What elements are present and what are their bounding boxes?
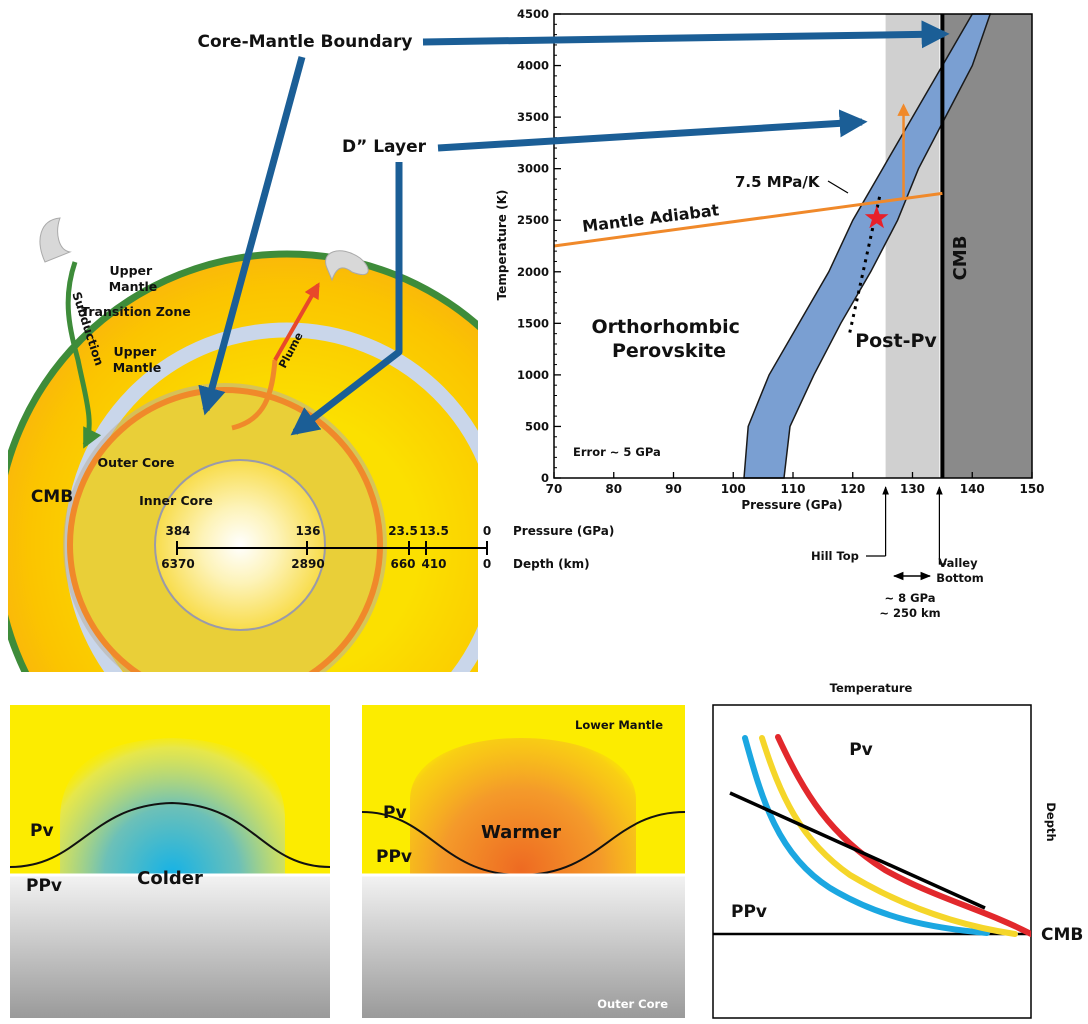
adiabat-label: Mantle Adiabat bbox=[581, 200, 720, 236]
warm-anomaly bbox=[410, 738, 636, 875]
x-tick-label: 100 bbox=[721, 482, 746, 496]
mantle-adiabat-line bbox=[553, 191, 943, 248]
depth-value: 2890 bbox=[291, 557, 324, 571]
y-axis-label: Temperature (K) bbox=[495, 190, 509, 301]
depth-value: 660 bbox=[390, 557, 415, 571]
warmer-panel: Lower Mantle Pv PPv Warmer Outer Core bbox=[361, 705, 686, 1018]
crust-ring bbox=[8, 250, 478, 672]
depth-value: 0 bbox=[483, 557, 491, 571]
colder-phase-boundary bbox=[9, 801, 331, 868]
cmb-callout-arrow-to-earth bbox=[198, 56, 306, 416]
pressure-value: 0 bbox=[483, 524, 491, 538]
intersection-star bbox=[864, 205, 889, 229]
pressure-value: 384 bbox=[165, 524, 190, 538]
x-tick-label: 140 bbox=[960, 482, 985, 496]
upper-mantle-label-2: Upper Mantle bbox=[113, 344, 162, 375]
outer-core-label: Outer Core bbox=[98, 455, 175, 470]
earth-cross-section bbox=[8, 217, 478, 672]
d-layer-callout-arrow-to-chart bbox=[437, 109, 868, 152]
phase-diagram: 70 80 90 100 110 120 130 140 150 0 500 1000 1500 200… bbox=[495, 7, 1045, 620]
outer-core-panel-label: Outer Core bbox=[597, 997, 668, 1011]
post-pv-label: Post-Pv bbox=[855, 330, 937, 352]
width-km-label: ~ 250 km bbox=[879, 606, 940, 620]
perovskite-label: Orthorhombic Perovskite bbox=[592, 316, 747, 362]
colder-outer-core-area bbox=[10, 875, 330, 1018]
x-tick-label: 120 bbox=[840, 482, 865, 496]
d-layer-callout-arrow-to-earth bbox=[290, 162, 403, 436]
y-tick-label: 1500 bbox=[517, 316, 549, 330]
y-tick-label: 4500 bbox=[517, 7, 549, 21]
warmer-label: Warmer bbox=[481, 822, 561, 843]
y-tick-label: 2500 bbox=[517, 213, 549, 227]
plume-arrow bbox=[273, 282, 320, 361]
hot-geotherm bbox=[775, 734, 1031, 937]
upper-mantle-label-1: Upper Mantle bbox=[109, 263, 158, 294]
y-tick-label: 1000 bbox=[517, 368, 549, 382]
mid-geotherm bbox=[759, 735, 1018, 937]
pressure-value: 13.5 bbox=[419, 524, 449, 538]
x-axis-ticks: 70 80 90 100 110 120 130 140 150 bbox=[546, 472, 1045, 496]
volcano-plume-left bbox=[39, 217, 72, 263]
x-tick-label: 130 bbox=[900, 482, 925, 496]
warmer-ppv-label: PPv bbox=[376, 847, 412, 867]
pressure-depth-scale: 384 136 23.5 13.5 0 Pressure (GPa) 6370 … bbox=[161, 524, 614, 571]
slope-label: 7.5 MPa/K bbox=[735, 173, 821, 191]
core-mantle-boundary-label: Core-Mantle Boundary bbox=[198, 32, 413, 52]
valley-bottom-label: Valley Bottom bbox=[936, 556, 984, 585]
depth-value: 6370 bbox=[161, 557, 194, 571]
y-tick-label: 500 bbox=[525, 419, 549, 433]
schematic-cmb-label: CMB bbox=[1041, 925, 1083, 945]
lower-mantle-label: Lower Mantle bbox=[575, 718, 663, 732]
depth-axis-label: Depth (km) bbox=[513, 557, 590, 571]
plume-stem bbox=[231, 359, 278, 431]
colder-panel: Pv PPv Colder bbox=[9, 705, 331, 1018]
y-tick-label: 3500 bbox=[517, 110, 549, 124]
colder-ppv-label: PPv bbox=[26, 876, 62, 896]
x-axis-label: Pressure (GPa) bbox=[741, 498, 842, 512]
schematic-ppv-label: PPv bbox=[731, 902, 767, 922]
d-layer-label: D” Layer bbox=[342, 137, 427, 157]
clapeyron-slope-line bbox=[729, 791, 986, 910]
inner-core-label: Inner Core bbox=[139, 493, 213, 508]
transition-zone-label: Transition Zone bbox=[81, 304, 191, 319]
cmb-label-earth: CMB bbox=[31, 487, 73, 507]
pressure-value: 23.5 bbox=[388, 524, 418, 538]
cmb-callout-arrow-to-chart bbox=[422, 20, 950, 49]
y-axis-ticks: 0 500 1000 1500 2000 2500 3000 3500 4000 4500 bbox=[517, 7, 561, 485]
hill-top-label: Hill Top bbox=[811, 549, 859, 563]
pressure-value: 136 bbox=[295, 524, 320, 538]
width-gpa-label: ~ 8 GPa bbox=[885, 591, 936, 605]
error-label: Error ~ 5 GPa bbox=[573, 445, 661, 459]
x-tick-label: 110 bbox=[780, 482, 805, 496]
schematic-depth-label: Depth bbox=[1044, 802, 1058, 841]
y-tick-label: 4000 bbox=[517, 59, 549, 73]
cmb-label-chart: CMB bbox=[950, 236, 971, 281]
cold-geotherm bbox=[742, 735, 990, 936]
valley-bottom-leader bbox=[938, 562, 946, 565]
y-tick-label: 0 bbox=[541, 471, 549, 485]
y-tick-label: 2000 bbox=[517, 265, 549, 279]
warmer-pv-label: Pv bbox=[383, 803, 407, 823]
schematic-pv-label: Pv bbox=[849, 740, 873, 760]
cold-anomaly bbox=[60, 738, 285, 875]
schematic-temperature-label: Temperature bbox=[830, 681, 913, 695]
subduction-slab bbox=[65, 261, 102, 449]
y-tick-label: 3000 bbox=[517, 162, 549, 176]
warmer-outer-core-area bbox=[362, 875, 685, 1018]
colder-pv-label: Pv bbox=[30, 821, 54, 841]
colder-label: Colder bbox=[137, 868, 203, 889]
depth-value: 410 bbox=[421, 557, 446, 571]
schematic-panel: Temperature Pv PPv CMB Depth bbox=[712, 681, 1083, 1019]
inner-core-disc bbox=[154, 459, 326, 631]
volcano-plume-right bbox=[325, 250, 369, 282]
x-tick-label: 90 bbox=[665, 482, 682, 496]
pressure-axis-label: Pressure (GPa) bbox=[513, 524, 614, 538]
x-tick-label: 150 bbox=[1019, 482, 1044, 496]
x-tick-label: 80 bbox=[605, 482, 622, 496]
x-tick-label: 70 bbox=[546, 482, 563, 496]
slope-leader bbox=[827, 180, 849, 194]
